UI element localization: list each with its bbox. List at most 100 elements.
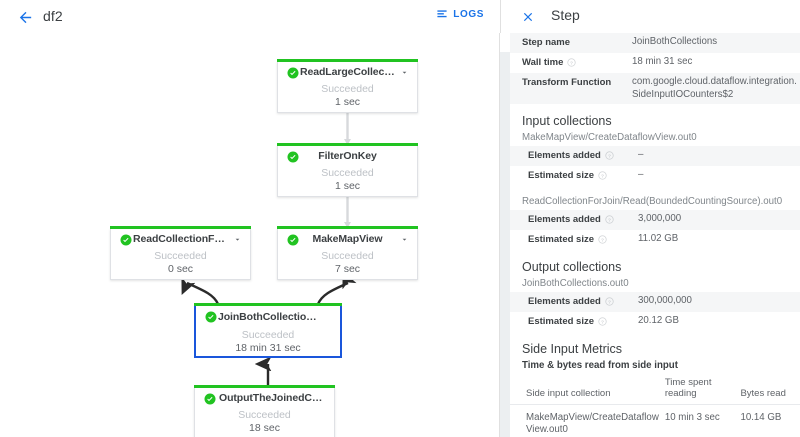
column-header-bytes-read: Bytes read — [740, 374, 800, 405]
column-header-time-spent-reading: Time spent reading — [664, 374, 741, 405]
svg-text:?: ? — [601, 173, 604, 179]
chevron-down-icon[interactable] — [400, 68, 409, 77]
help-icon[interactable]: ? — [598, 171, 607, 180]
metric-key: Estimated size — [528, 234, 594, 245]
job-graph-canvas[interactable]: ReadLargeCollectionFr… Succeeded 1 sec F… — [0, 33, 500, 437]
node-time: 1 sec — [334, 180, 361, 192]
header-divider — [500, 0, 501, 33]
cell-side-input-collection: MakeMapView/CreateDataflow View.out0 — [510, 404, 665, 437]
node-status-bar — [110, 226, 251, 229]
column-header-side-input-collection: Side input collection — [510, 374, 665, 405]
collection-name: ReadCollectionForJoin/Read(BoundedCounti… — [522, 196, 783, 207]
svg-text:?: ? — [608, 217, 611, 223]
success-check-icon — [204, 393, 216, 405]
metric-key: Elements added — [528, 150, 601, 161]
graph-node-make-map-view[interactable]: MakeMapView Succeeded 7 sec — [277, 226, 418, 280]
step-panel-header: Step — [510, 0, 800, 34]
graph-node-read-collection-for-join[interactable]: ReadCollectionForJoin Succeeded 0 sec — [110, 226, 251, 280]
info-key: Step name — [522, 37, 571, 48]
spacer — [510, 332, 800, 342]
section-title-side-input-metrics: Side Input Metrics — [522, 342, 623, 356]
node-time: 0 sec — [167, 263, 194, 275]
metric-value: 11.02 GB — [638, 233, 679, 244]
node-status: Succeeded — [321, 167, 374, 179]
node-status-bar — [277, 59, 418, 62]
graph-vertical-scrollbar[interactable] — [500, 52, 510, 437]
success-check-icon — [287, 67, 299, 79]
info-value: 18 min 31 sec — [632, 56, 693, 67]
section-title-output-collections: Output collections — [522, 260, 622, 274]
metric-value: – — [638, 169, 644, 180]
info-value: com.google.cloud.dataflow.integration. S… — [632, 76, 797, 100]
section-title-input-collections: Input collections — [522, 114, 612, 128]
help-icon[interactable]: ? — [567, 58, 576, 67]
pane-divider — [499, 33, 500, 437]
graph-node-join-both-collections[interactable]: JoinBothCollections Succeeded 18 min 31 … — [194, 303, 342, 358]
side-input-metrics-table: Side input collection Time spent reading… — [510, 374, 800, 437]
svg-text:?: ? — [601, 319, 604, 325]
metric-key: Estimated size — [528, 316, 594, 327]
graph-node-read-large-collection[interactable]: ReadLargeCollectionFr… Succeeded 1 sec — [277, 59, 418, 113]
svg-text:?: ? — [601, 237, 604, 243]
node-name: ReadLargeCollectionFr… — [300, 66, 417, 78]
metric-value: 20.12 GB — [638, 315, 679, 326]
table-header-row: Side input collection Time spent reading… — [510, 374, 800, 405]
step-panel-title: Step — [551, 7, 580, 23]
job-topbar: df2 LOGS — [0, 0, 500, 34]
info-key: Transform Function — [522, 77, 612, 88]
success-check-icon — [287, 151, 299, 163]
node-name: JoinBothCollections — [218, 311, 319, 323]
logs-button[interactable]: LOGS — [436, 9, 484, 20]
graph-node-filter-on-key[interactable]: FilterOnKey Succeeded 1 sec — [277, 143, 418, 197]
metric-row-estimated-size: Estimated size ? 11.02 GB — [510, 230, 800, 250]
node-status-bar — [194, 303, 342, 306]
svg-text:?: ? — [608, 299, 611, 305]
step-details-panel: Step Step name JoinBothCollections Wall … — [510, 0, 800, 437]
node-time: 1 sec — [334, 96, 361, 108]
node-status-bar — [277, 226, 418, 229]
graph-node-output-the-joined-collection[interactable]: OutputTheJoinedCollec… Succeeded 18 sec — [194, 385, 335, 437]
job-graph-pane: df2 LOGS — [0, 0, 500, 437]
node-status: Succeeded — [238, 409, 291, 421]
svg-text:?: ? — [608, 153, 611, 159]
step-panel-body[interactable]: Step name JoinBothCollections Wall time … — [510, 33, 800, 437]
back-arrow-icon[interactable] — [17, 9, 34, 26]
spacer — [510, 186, 800, 196]
metric-row-estimated-size: Estimated size ? – — [510, 166, 800, 186]
help-icon[interactable]: ? — [598, 317, 607, 326]
metric-value: 3,000,000 — [638, 213, 682, 224]
info-key: Wall time — [522, 57, 564, 68]
metric-value: 300,000,000 — [638, 295, 692, 306]
metric-row-elements-added: Elements added ? 300,000,000 — [510, 292, 800, 312]
info-row-wall-time: Wall time ? 18 min 31 sec — [510, 53, 800, 73]
metric-key: Elements added — [528, 296, 601, 307]
close-icon[interactable] — [521, 10, 535, 24]
spacer — [510, 104, 800, 114]
logs-icon — [437, 10, 447, 18]
node-status-bar — [194, 385, 335, 388]
metric-key: Estimated size — [528, 170, 594, 181]
chevron-down-icon[interactable] — [400, 235, 409, 244]
success-check-icon — [287, 234, 299, 246]
spacer — [510, 250, 800, 260]
chevron-down-icon[interactable] — [233, 235, 242, 244]
job-name-title: df2 — [43, 8, 63, 24]
logs-button-label: LOGS — [453, 9, 484, 20]
svg-text:?: ? — [570, 60, 573, 66]
side-input-subtitle: Time & bytes read from side input — [522, 360, 678, 371]
info-value: JoinBothCollections — [632, 36, 718, 47]
help-icon[interactable]: ? — [598, 235, 607, 244]
node-time: 18 min 31 sec — [235, 342, 301, 354]
help-icon[interactable]: ? — [605, 215, 614, 224]
node-time: 18 sec — [249, 422, 280, 434]
info-row-step-name: Step name JoinBothCollections — [510, 33, 800, 53]
table-row: MakeMapView/CreateDataflow View.out0 10 … — [510, 404, 800, 437]
node-status: Succeeded — [321, 250, 374, 262]
node-name: ReadCollectionForJoin — [133, 233, 246, 245]
help-icon[interactable]: ? — [605, 151, 614, 160]
help-icon[interactable]: ? — [605, 297, 614, 306]
metric-row-estimated-size: Estimated size ? 20.12 GB — [510, 312, 800, 332]
node-status-bar — [277, 143, 418, 146]
metric-value: – — [638, 149, 644, 160]
